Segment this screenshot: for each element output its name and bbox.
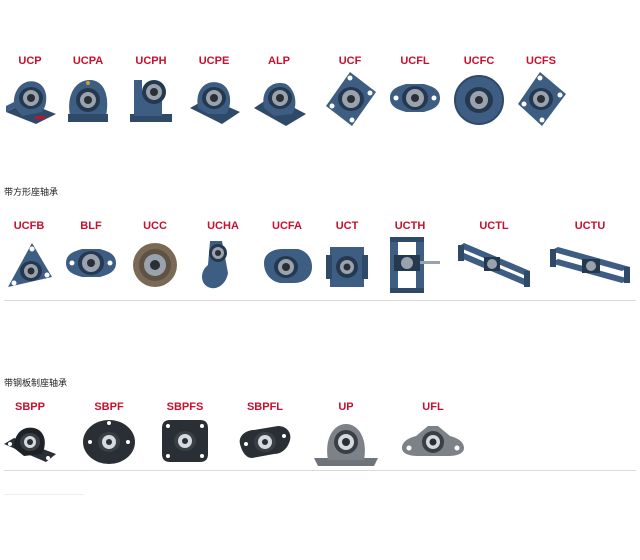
- two-bolt-flange-bearing-icon: [402, 426, 464, 456]
- product-uctu[interactable]: UCTU: [546, 220, 634, 295]
- pressed-steel-round-flange-icon: [83, 420, 135, 464]
- product-label: SBPFL: [246, 401, 284, 413]
- product-label: BLF: [80, 220, 102, 232]
- pillow-block-bearing-icon: [6, 81, 56, 124]
- product-ucha[interactable]: UCHA: [196, 220, 250, 295]
- two-bolt-flange-bearing-icon: [390, 84, 440, 112]
- tapped-base-pillow-block-icon: [68, 80, 108, 122]
- product-label: UFL: [422, 401, 444, 413]
- product-ucfc[interactable]: UCFC: [450, 55, 508, 130]
- pillow-block-bearing-icon: [254, 83, 306, 126]
- product-label: UCFS: [526, 55, 556, 67]
- product-label: UCPE: [198, 55, 230, 67]
- product-ufl[interactable]: UFL: [398, 401, 468, 468]
- product-label: UCC: [143, 220, 167, 232]
- product-sbpf[interactable]: SBPF: [80, 401, 138, 468]
- product-sbpfs[interactable]: SBPFS: [156, 401, 214, 468]
- product-ucth[interactable]: UCTH: [380, 220, 440, 297]
- long-take-up-frame-icon: [550, 247, 630, 283]
- product-label: SBPP: [15, 401, 45, 413]
- product-label: ALP: [268, 55, 290, 67]
- product-label: UCT: [335, 220, 359, 232]
- pillow-block-bearing-icon: [190, 82, 240, 124]
- product-row-1: UCP UCPA UCPH: [0, 55, 640, 135]
- product-ucpe[interactable]: UCPE: [186, 55, 242, 130]
- take-up-frame-bearing-icon: [390, 237, 440, 293]
- hanger-bearing-icon: [202, 241, 228, 289]
- product-sbpfl[interactable]: SBPFL: [236, 401, 294, 468]
- product-label: UCFC: [463, 55, 495, 67]
- product-label: UCFA: [272, 220, 302, 232]
- pillow-block-bearing-icon: [314, 424, 378, 466]
- product-uct[interactable]: UCT: [322, 220, 372, 295]
- product-up[interactable]: UP: [312, 401, 380, 468]
- row-divider: [4, 300, 636, 301]
- product-label: UCTU: [574, 220, 606, 232]
- product-ucfs[interactable]: UCFS: [514, 55, 568, 130]
- product-ucfb[interactable]: UCFB: [2, 220, 56, 295]
- product-blf[interactable]: BLF: [62, 220, 120, 295]
- product-sbpp[interactable]: SBPP: [2, 401, 58, 468]
- take-up-bearing-icon: [326, 247, 368, 287]
- product-label: SBPF: [94, 401, 124, 413]
- product-label: UCPA: [72, 55, 104, 67]
- product-alp[interactable]: ALP: [250, 55, 308, 130]
- product-ucpa[interactable]: UCPA: [62, 55, 114, 130]
- product-label: UCFL: [400, 55, 430, 67]
- product-row-3: SBPP SBPF SBPFS: [0, 401, 640, 471]
- product-label: UCPH: [135, 55, 167, 67]
- round-flange-bearing-icon: [454, 75, 504, 125]
- product-label: UCF: [338, 55, 362, 67]
- two-bolt-flange-bearing-icon: [66, 249, 116, 277]
- product-ucfa[interactable]: UCFA: [258, 220, 316, 295]
- product-label: UCFB: [13, 220, 45, 232]
- product-label: UCP: [18, 55, 42, 67]
- cartridge-bearing-icon: [133, 243, 177, 287]
- product-ucf[interactable]: UCF: [322, 55, 378, 130]
- pressed-steel-two-bolt-flange-icon: [239, 426, 291, 458]
- high-center-pillow-block-icon: [130, 80, 172, 122]
- product-label: UCTL: [479, 220, 509, 232]
- section-title-square-housing: 带方形座轴承: [4, 188, 59, 198]
- square-flange-bearing-icon: [518, 72, 566, 126]
- faint-divider: [4, 494, 84, 495]
- section-title-pressed-steel-housing: 带钢板制座轴承: [4, 379, 68, 389]
- product-ucfl[interactable]: UCFL: [386, 55, 444, 130]
- product-label: UP: [338, 401, 354, 413]
- product-uctl[interactable]: UCTL: [454, 220, 534, 295]
- square-flange-bearing-icon: [326, 72, 376, 126]
- product-ucc[interactable]: UCC: [128, 220, 182, 295]
- product-label: UCTH: [394, 220, 426, 232]
- pressed-steel-square-flange-icon: [162, 420, 208, 462]
- product-ucph[interactable]: UCPH: [124, 55, 178, 130]
- product-row-2: UCFB BLF UCC UCHA: [0, 220, 640, 300]
- adjustable-flange-bearing-icon: [264, 249, 312, 283]
- long-take-up-frame-icon: [458, 243, 530, 287]
- row-divider: [4, 470, 636, 471]
- three-bolt-flange-bearing-icon: [8, 243, 52, 287]
- pressed-steel-pillow-block-icon: [4, 427, 56, 462]
- product-ucp[interactable]: UCP: [2, 55, 58, 130]
- product-label: UCHA: [207, 220, 239, 232]
- product-label: SBPFS: [166, 401, 204, 413]
